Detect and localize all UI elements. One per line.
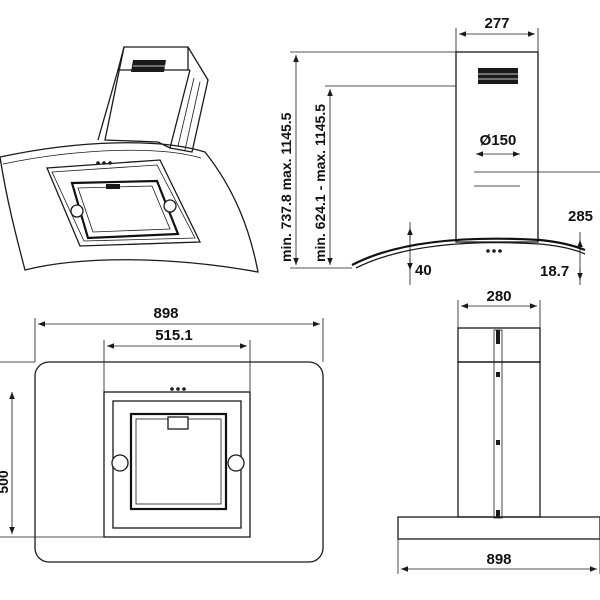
dim-canopy-depth: 285 [568, 208, 593, 225]
front-view: 280 898 [397, 288, 600, 574]
vent-grille-icon [478, 68, 518, 84]
dim-top-width: 898 [153, 305, 178, 322]
dim-canopy-edge: 40 [415, 262, 432, 279]
dim-height-range-outer: min. 737.8 max. 1145.5 [278, 112, 294, 262]
dim-front-chimney-width: 280 [486, 288, 511, 305]
top-view: 898 515.1 500 [0, 305, 324, 563]
light-icon [70, 204, 84, 218]
dim-top-depth: 500 [0, 470, 11, 494]
light-icon [163, 199, 177, 213]
dim-duct-diameter: Ø150 [480, 132, 517, 149]
dim-top-inner-width: 515.1 [155, 327, 193, 344]
perspective-view [0, 46, 259, 273]
side-view: 277 Ø150 min. 737.8 max. 1145.5 min. 624… [278, 15, 600, 285]
dim-height-range-inner: min. 624.1 - max. 1145.5 [312, 104, 328, 262]
dim-side-width: 277 [484, 15, 509, 32]
dim-glass-thickness: 18.7 [540, 263, 569, 280]
dim-front-width: 898 [486, 551, 511, 568]
light-icon [227, 454, 245, 472]
light-icon [111, 454, 129, 472]
